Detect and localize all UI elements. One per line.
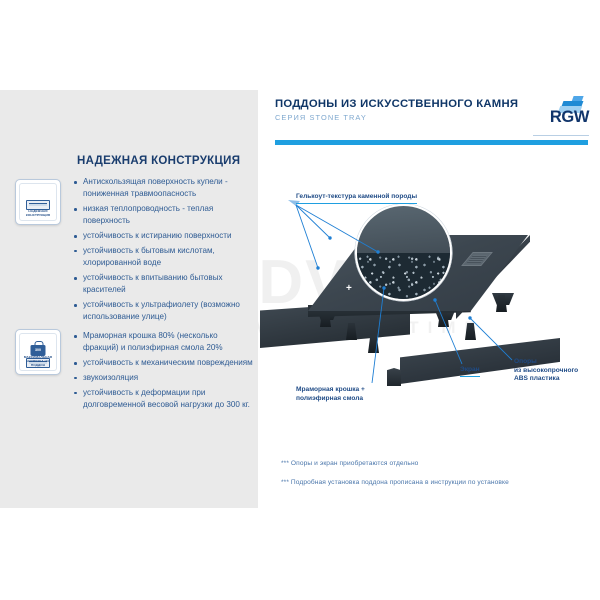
- callout-marble: Мраморная крошка + полиэфирная смола: [296, 386, 365, 403]
- header-divider: [275, 140, 588, 145]
- weight-glyph: 300: [30, 341, 46, 356]
- icon-caption: НАДЕЖНАЯ КОНСТРУКЦИЯ: [20, 209, 56, 218]
- footnote: *** Подробная установка поддона прописан…: [281, 479, 509, 486]
- list-item: звукоизоляция: [73, 372, 253, 384]
- icon-inner-border: 300 МАКСИМАЛЬНАЯ НАГРУЗКА НА ПОДДОН: [19, 333, 57, 371]
- screen-corner-piece: [387, 368, 401, 386]
- marble-chip-layer: [357, 252, 450, 299]
- weight-body: [30, 345, 46, 356]
- page-title: ПОДДОНЫ ИЗ ИСКУССТВЕННОГО КАМНЯ: [275, 98, 519, 110]
- icon-caption-line1: МАКСИМАЛЬНАЯ: [23, 355, 53, 360]
- footnotes: *** Опоры и экран приобретаются отдельно…: [281, 460, 509, 498]
- tray-leg: [368, 336, 379, 353]
- icon-caption-line1: НАДЕЖНАЯ: [28, 209, 48, 214]
- footnote: *** Опоры и экран приобретаются отдельно: [281, 460, 419, 467]
- logo-wordmark: RGW: [549, 108, 590, 126]
- material-magnifier: [355, 204, 452, 301]
- tray-leg: [465, 323, 476, 340]
- reliable-construction-icon: НАДЕЖНАЯ КОНСТРУКЦИЯ: [15, 179, 61, 225]
- tray-leg: [346, 323, 357, 340]
- list-item: Мраморная крошка 80% (несколько фракций)…: [73, 330, 253, 355]
- weight-handle: [34, 341, 44, 347]
- tray-glyph: [26, 358, 50, 368]
- list-item: устойчивость к ультрафиолету (возможно и…: [73, 299, 253, 324]
- callout-gelcoat: Гелькоут-текстура каменной породы: [296, 193, 418, 204]
- icon-caption: МАКСИМАЛЬНАЯ НАГРУЗКА НА ПОДДОН: [20, 356, 56, 368]
- callout-supports-line1: Опоры: [514, 358, 537, 365]
- callout-marble-line1: Мраморная крошка +: [296, 386, 365, 393]
- page-header: ПОДДОНЫ ИЗ ИСКУССТВЕННОГО КАМНЯ СЕРИЯ ST…: [275, 98, 518, 122]
- left-panel-background: [0, 90, 258, 508]
- tray-leg: [320, 310, 331, 327]
- list-item: устойчивость к деформации при долговреме…: [73, 387, 253, 412]
- callout-supports: Опоры из высокопрочного ABS пластика: [514, 358, 578, 384]
- gelcoat-layer: [357, 206, 450, 255]
- list-item: устойчивость к бытовым кислотам, хлориро…: [73, 245, 253, 270]
- list-item: устойчивость к механическим повреждениям: [73, 357, 253, 369]
- callout-screen: Экран: [460, 366, 480, 377]
- max-load-icon: 300 МАКСИМАЛЬНАЯ НАГРУЗКА НА ПОДДОН: [15, 329, 61, 375]
- tray-glyph: [26, 200, 50, 210]
- feature-list-material: Мраморная крошка 80% (несколько фракций)…: [73, 330, 253, 414]
- list-item: устойчивость к впитыванию бытовых красит…: [73, 272, 253, 297]
- list-item: Антискользящая поверхность купели - пони…: [73, 176, 253, 201]
- list-item: устойчивость к истиранию поверхности: [73, 230, 253, 242]
- feature-list-construction: Антискользящая поверхность купели - пони…: [73, 176, 253, 326]
- icon-inner-border: НАДЕЖНАЯ КОНСТРУКЦИЯ: [19, 183, 57, 221]
- callout-marble-line2: полиэфирная смола: [296, 394, 364, 402]
- callout-supports-line2: из высокопрочного: [514, 366, 579, 374]
- logo-underline: [533, 135, 589, 136]
- bullet-list: Антискользящая поверхность купели - пони…: [73, 176, 253, 324]
- callout-supports-line3: ABS пластика: [514, 375, 560, 383]
- section-title: НАДЕЖНАЯ КОНСТРУКЦИЯ: [77, 155, 241, 167]
- page-subtitle: СЕРИЯ STONE TRAY: [275, 113, 367, 122]
- weight-value: 300: [35, 347, 41, 352]
- icon-caption-line2: КОНСТРУКЦИЯ: [25, 213, 51, 218]
- list-item: низкая теплопроводность - теплая поверхн…: [73, 203, 253, 228]
- plus-sign: +: [346, 283, 352, 294]
- bullet-list: Мраморная крошка 80% (несколько фракций)…: [73, 330, 253, 411]
- rgw-logo: RGW: [527, 96, 589, 136]
- tray-leg: [496, 295, 507, 312]
- icon-caption-line2: НАГРУЗКА НА ПОДДОН: [26, 359, 50, 368]
